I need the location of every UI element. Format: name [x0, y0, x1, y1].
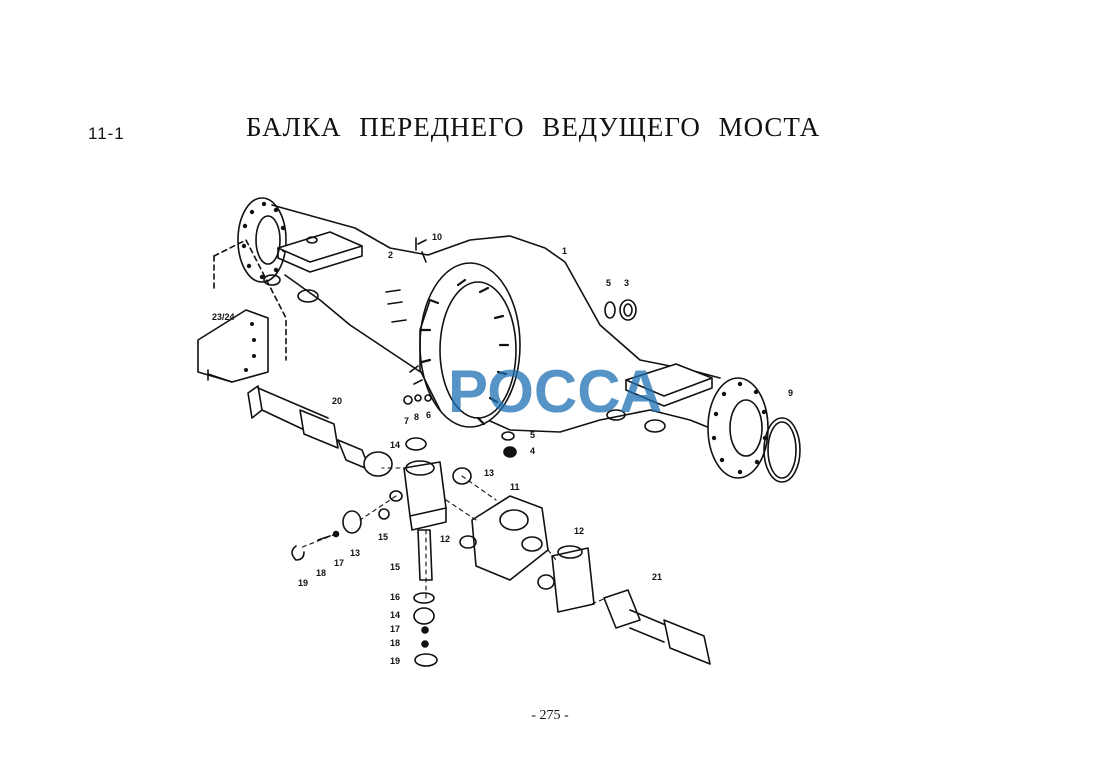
callout-5-top: 5 — [606, 278, 611, 288]
axle-shaft-left — [247, 385, 393, 477]
callout-15-pin: 15 — [390, 562, 400, 572]
callout-7: 7 — [404, 416, 409, 426]
callout-12-right: 12 — [574, 526, 584, 536]
callout-2: 2 — [388, 250, 393, 260]
callout-17-bottom: 17 — [390, 624, 400, 634]
callout-1: 1 — [562, 246, 567, 256]
callout-21: 21 — [652, 572, 662, 582]
callout-11: 11 — [510, 482, 520, 492]
callout-18-left: 18 — [316, 568, 326, 578]
watermark-text: РОССА — [448, 358, 662, 425]
callout-17-left: 17 — [334, 558, 344, 568]
bracket-plate — [197, 239, 287, 383]
callout-3: 3 — [624, 278, 629, 288]
callout-4: 4 — [530, 446, 535, 456]
callout-23-24: 23/24 — [212, 312, 235, 322]
callout-14-top: 14 — [390, 440, 400, 450]
callout-13-left: 13 — [350, 548, 360, 558]
callout-16: 16 — [390, 592, 400, 602]
axle-housing — [237, 197, 801, 483]
callout-5-center: 5 — [530, 430, 535, 440]
callout-9: 9 — [788, 388, 793, 398]
callout-14-bottom: 14 — [390, 610, 400, 620]
knuckle-right — [537, 545, 595, 613]
axle-shaft-right — [603, 589, 711, 665]
callout-10: 10 — [432, 232, 442, 242]
callout-20: 20 — [332, 396, 342, 406]
section-number: 11-1 — [88, 124, 125, 143]
watermark: РОССА — [448, 358, 662, 425]
callout-6: 6 — [426, 410, 431, 420]
page-number: - 275 - — [531, 708, 569, 723]
leader-lines — [299, 467, 607, 605]
page-title: БАЛКА ПЕРЕДНЕГО ВЕДУЩЕГО МОСТА — [246, 112, 821, 142]
callout-12-left: 12 — [440, 534, 450, 544]
callout-18-bottom: 18 — [390, 638, 400, 648]
steering-housing — [459, 495, 549, 581]
callout-labels: 1 2 3 4 5 5 6 7 8 9 10 11 12 12 13 13 14… — [212, 232, 793, 666]
callout-8: 8 — [414, 412, 419, 422]
knuckle-left — [389, 437, 472, 531]
callout-19-left: 19 — [298, 578, 308, 588]
callout-15-left: 15 — [378, 532, 388, 542]
callout-19-bottom: 19 — [390, 656, 400, 666]
small-parts — [291, 237, 637, 667]
callout-13-right: 13 — [484, 468, 494, 478]
